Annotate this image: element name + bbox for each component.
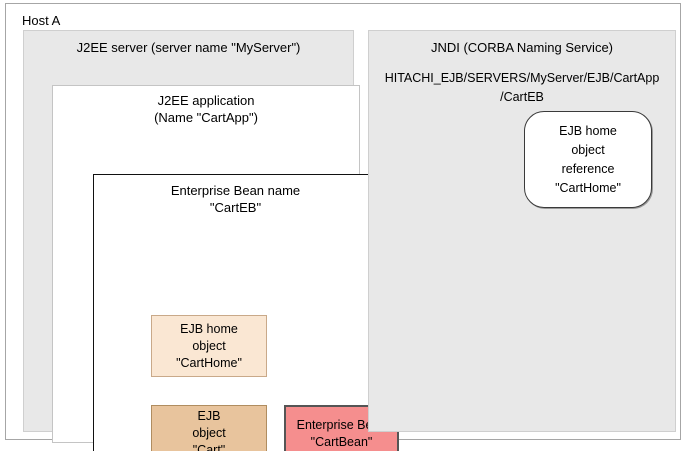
- host-label: Host A: [22, 13, 61, 28]
- jndi-panel: JNDI (CORBA Naming Service) HITACHI_EJB/…: [368, 30, 676, 432]
- ejb-object-box-1: EJB object "Cart": [151, 405, 267, 451]
- jndi-panel-title: JNDI (CORBA Naming Service): [430, 40, 614, 55]
- host-frame: Host A J2EE server (server name "MyServe…: [5, 3, 681, 451]
- ejb-object-1-line3: "Cart": [192, 443, 226, 451]
- j2ee-application-box: J2EE application (Name "CartApp") Enterp…: [52, 85, 399, 451]
- enterprise-bean-1-line1: Enterprise Bean: [296, 417, 387, 432]
- j2ee-application-title-line2: (Name "CartApp"): [154, 110, 258, 125]
- ejb-home-reference-line1: EJB home: [559, 123, 617, 138]
- ejb-home-reference-line2: object: [571, 142, 605, 157]
- ejb-home-object-line3: "CartHome": [176, 355, 242, 370]
- ejb-home-object-line1: EJB home: [180, 321, 238, 336]
- jndi-path-text: HITACHI_EJB/SERVERS/MyServer/EJB/CartApp…: [379, 69, 665, 107]
- enterprise-bean-name-box: Enterprise Bean name "CartEB" EJB home o…: [93, 174, 399, 451]
- ejb-object-1-line2: object: [192, 426, 226, 440]
- enterprise-bean-1-line2: "CartBean": [310, 434, 373, 449]
- j2ee-application-title: J2EE application (Name "CartApp"): [53, 92, 359, 126]
- ejb-home-reference-line4: "CartHome": [555, 180, 621, 195]
- jndi-path-line2: /CartEB: [500, 90, 544, 104]
- ejb-object-1-line1: EJB: [197, 409, 221, 423]
- jndi-path-line1: HITACHI_EJB/SERVERS/MyServer/EJB/CartApp: [384, 71, 660, 85]
- ejb-home-reference-line3: reference: [561, 161, 615, 176]
- ejb-home-object-reference-box: EJB home object reference "CartHome": [524, 111, 652, 208]
- enterprise-bean-name-title: Enterprise Bean name "CartEB": [94, 182, 377, 216]
- j2ee-server-panel: J2EE server (server name "MyServer") J2E…: [23, 30, 399, 451]
- j2ee-server-title: J2EE server (server name "MyServer"): [76, 40, 301, 55]
- ejb-home-object-box: EJB home object "CartHome": [151, 315, 267, 377]
- j2ee-application-title-line1: J2EE application: [157, 93, 255, 108]
- ejb-home-object-line2: object: [192, 338, 226, 353]
- enterprise-bean-name-line1: Enterprise Bean name: [170, 183, 301, 198]
- enterprise-bean-name-line2: "CartEB": [209, 200, 262, 215]
